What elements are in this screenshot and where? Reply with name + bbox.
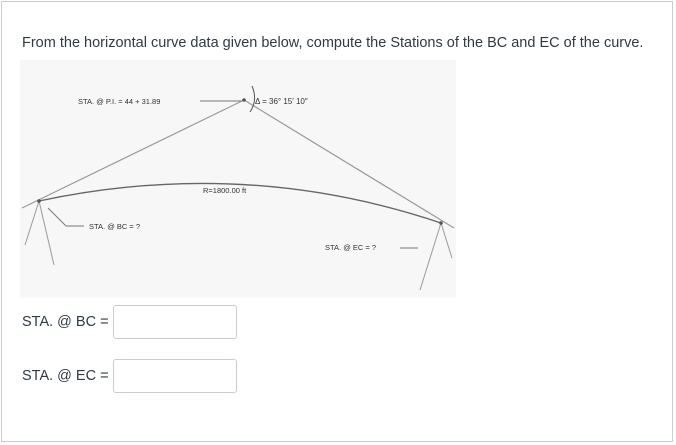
bc-radial-line xyxy=(24,200,40,246)
forward-tangent-line xyxy=(243,99,455,229)
bc-station-label: STA. @ BC = ? xyxy=(89,222,140,231)
back-tangent-line xyxy=(21,99,245,209)
ec-end-line xyxy=(440,222,453,259)
bc-leader-line xyxy=(47,207,67,227)
bc-answer-row: STA. @ BC = xyxy=(22,305,237,339)
ec-radial-line xyxy=(419,222,442,291)
delta-angle-arc xyxy=(249,85,256,113)
bc-answer-input[interactable] xyxy=(112,305,237,339)
curve-arc xyxy=(38,182,442,224)
bc-answer-label: STA. @ BC = xyxy=(22,314,109,330)
delta-label: Δ = 36° 15′ 10″ xyxy=(255,97,308,106)
radius-label: R=1800.00 ft xyxy=(203,186,247,195)
pi-station-label: STA. @ P.I. = 44 + 31.89 xyxy=(78,97,160,106)
ec-answer-input[interactable] xyxy=(112,359,237,393)
ec-answer-label: STA. @ EC = xyxy=(22,368,109,384)
ec-answer-row: STA. @ EC = xyxy=(22,359,237,393)
bc-end-line xyxy=(38,200,55,266)
ec-point xyxy=(439,221,443,225)
ec-station-label: STA. @ EC = ? xyxy=(325,243,376,252)
figure-background xyxy=(20,60,456,298)
pi-point xyxy=(242,98,246,102)
horizontal-curve-figure: STA. @ P.I. = 44 + 31.89 Δ = 36° 15′ 10″… xyxy=(20,60,456,298)
bc-point xyxy=(37,199,41,203)
question-text: From the horizontal curve data given bel… xyxy=(22,35,644,51)
